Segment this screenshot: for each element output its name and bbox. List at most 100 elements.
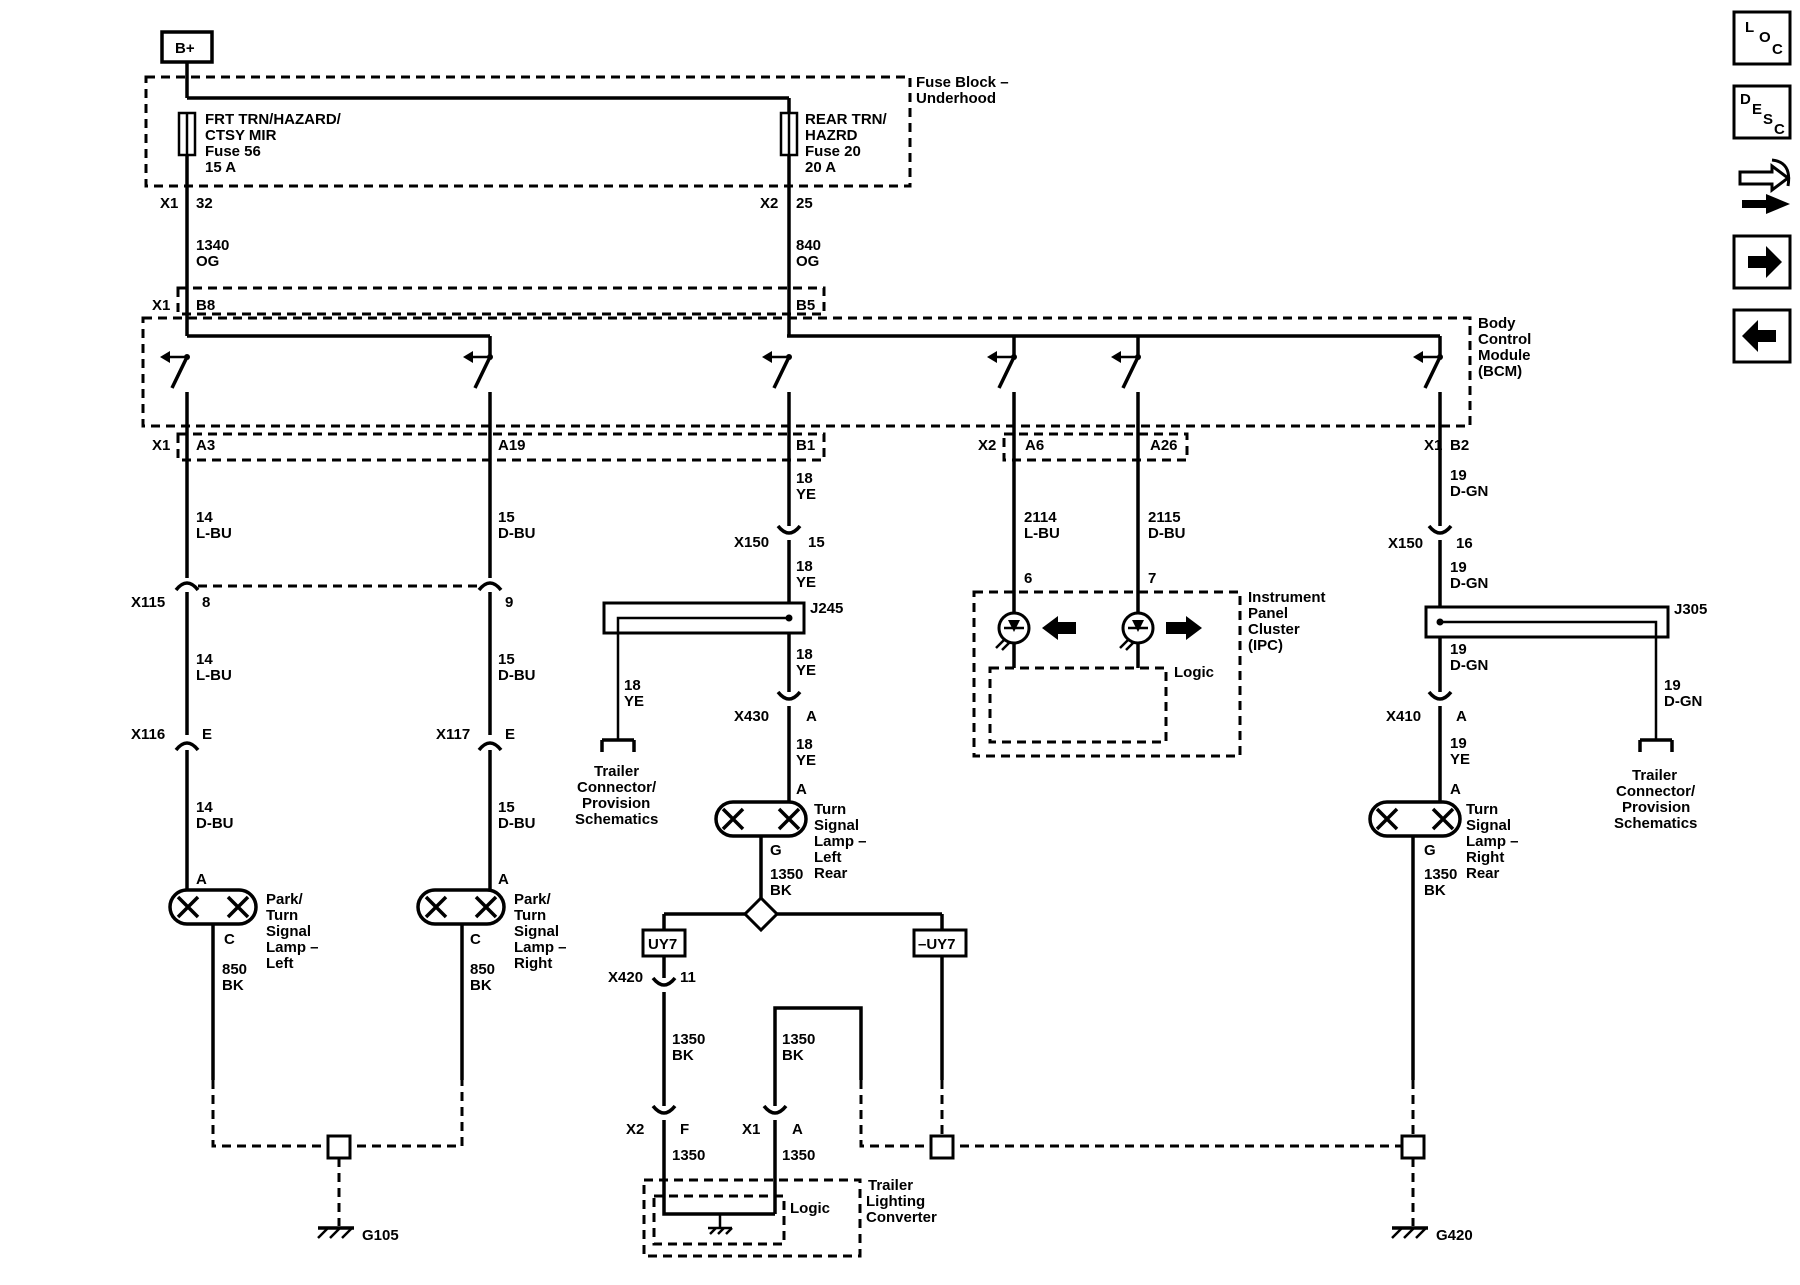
svg-text:BK: BK <box>222 977 244 994</box>
svg-text:Panel: Panel <box>1248 605 1288 622</box>
svg-text:D-GN: D-GN <box>1450 483 1488 500</box>
svg-text:Left: Left <box>814 849 842 866</box>
svg-text:16: 16 <box>1456 535 1473 552</box>
bcm-switches <box>160 351 1443 389</box>
svg-text:B8: B8 <box>196 297 215 314</box>
svg-text:D-BU: D-BU <box>1148 525 1186 542</box>
svg-text:D-BU: D-BU <box>498 667 536 684</box>
svg-text:OG: OG <box>796 253 819 270</box>
svg-text:G105: G105 <box>362 1227 399 1244</box>
svg-text:2115: 2115 <box>1148 509 1181 526</box>
svg-text:Turn: Turn <box>1466 801 1498 818</box>
svg-text:BK: BK <box>782 1047 804 1064</box>
svg-text:X1: X1 <box>152 297 170 314</box>
svg-text:BK: BK <box>470 977 492 994</box>
svg-text:–UY7: –UY7 <box>918 936 956 953</box>
svg-text:Lamp –: Lamp – <box>514 939 567 956</box>
option-no-uy7: –UY7 <box>912 928 968 958</box>
svg-text:D-GN: D-GN <box>1664 693 1702 710</box>
svg-text:O: O <box>1759 29 1771 46</box>
svg-text:BK: BK <box>1424 882 1446 899</box>
svg-text:Right: Right <box>514 955 552 972</box>
svg-text:D-BU: D-BU <box>498 525 536 542</box>
svg-text:18: 18 <box>796 470 813 487</box>
trailer-lighting-converter: Logic Trailer Lighting Converter <box>642 1177 937 1258</box>
svg-text:X2: X2 <box>978 437 996 454</box>
splice-j305: J305 <box>1424 601 1707 740</box>
svg-text:19: 19 <box>1450 467 1467 484</box>
svg-text:18: 18 <box>796 558 813 575</box>
svg-text:J305: J305 <box>1674 601 1707 618</box>
svg-text:15: 15 <box>498 509 515 526</box>
svg-text:X115: X115 <box>131 594 165 611</box>
svg-text:1350: 1350 <box>782 1147 815 1164</box>
svg-text:YE: YE <box>1450 751 1470 768</box>
svg-text:32: 32 <box>196 195 213 212</box>
svg-text:X1: X1 <box>152 437 170 454</box>
svg-text:YE: YE <box>796 486 816 503</box>
svg-text:C: C <box>1774 121 1785 138</box>
forward-arrow-button[interactable] <box>1732 234 1792 290</box>
lamp-turn-left-rear: A G Turn Signal Lamp – Left Rear <box>714 781 867 882</box>
svg-text:Signal: Signal <box>1466 817 1511 834</box>
description-button[interactable]: D E S C <box>1732 84 1792 140</box>
svg-text:1350: 1350 <box>782 1031 815 1048</box>
svg-text:A: A <box>792 1121 803 1138</box>
svg-text:L-BU: L-BU <box>196 667 232 684</box>
svg-text:Control: Control <box>1478 331 1531 348</box>
svg-text:Provision: Provision <box>1622 799 1690 816</box>
svg-text:A: A <box>806 708 817 725</box>
svg-text:1340: 1340 <box>196 237 229 254</box>
connector-tool-icon[interactable] <box>1738 158 1791 214</box>
svg-text:YE: YE <box>796 752 816 769</box>
svg-text:Trailer: Trailer <box>1632 767 1677 784</box>
svg-text:Signal: Signal <box>814 817 859 834</box>
ground-g105: G105 <box>317 1134 399 1244</box>
svg-text:G: G <box>770 842 782 859</box>
svg-text:X1: X1 <box>160 195 178 212</box>
svg-text:Turn: Turn <box>514 907 546 924</box>
svg-text:Connector/: Connector/ <box>577 779 657 796</box>
svg-text:G: G <box>1424 842 1436 859</box>
svg-text:Lamp –: Lamp – <box>814 833 867 850</box>
svg-text:J245: J245 <box>810 600 843 617</box>
svg-text:Trailer: Trailer <box>868 1177 913 1194</box>
svg-text:X2: X2 <box>626 1121 644 1138</box>
turn-indicator-right-icon <box>1119 611 1202 651</box>
svg-text:Instrument: Instrument <box>1248 589 1326 606</box>
svg-text:14: 14 <box>196 651 213 668</box>
svg-text:25: 25 <box>796 195 813 212</box>
svg-text:14: 14 <box>196 799 213 816</box>
fuse-56: FRT TRN/HAZARD/ CTSY MIR Fuse 56 15 A <box>177 111 342 176</box>
svg-text:14: 14 <box>196 509 213 526</box>
svg-text:FRT TRN/HAZARD/: FRT TRN/HAZARD/ <box>205 111 342 128</box>
svg-text:CTSY MIR: CTSY MIR <box>205 127 277 144</box>
svg-text:19: 19 <box>1450 735 1467 752</box>
svg-text:E: E <box>1752 101 1762 118</box>
svg-text:S: S <box>1763 111 1773 128</box>
svg-text:YE: YE <box>796 574 816 591</box>
svg-text:15: 15 <box>808 534 825 551</box>
svg-text:Turn: Turn <box>266 907 298 924</box>
svg-text:A: A <box>196 871 207 888</box>
power-source: B+ <box>160 30 214 64</box>
svg-text:15: 15 <box>498 651 515 668</box>
svg-text:Fuse 56: Fuse 56 <box>205 143 261 160</box>
svg-text:YE: YE <box>624 693 644 710</box>
svg-text:1350: 1350 <box>770 866 803 883</box>
location-button[interactable]: L O C <box>1732 10 1792 66</box>
ground-g420: G420 <box>1391 1080 1473 1244</box>
back-arrow-button[interactable] <box>1732 308 1792 364</box>
svg-text:X2: X2 <box>760 195 778 212</box>
svg-text:1350: 1350 <box>672 1031 705 1048</box>
svg-text:X410: X410 <box>1386 708 1421 725</box>
svg-text:X150: X150 <box>1388 535 1423 552</box>
svg-text:A: A <box>498 871 509 888</box>
svg-text:A26: A26 <box>1150 437 1178 454</box>
svg-text:X1: X1 <box>742 1121 760 1138</box>
svg-text:Lighting: Lighting <box>866 1193 925 1210</box>
svg-text:Rear: Rear <box>814 865 848 882</box>
svg-text:X117: X117 <box>436 726 470 743</box>
svg-text:D: D <box>1740 91 1751 108</box>
